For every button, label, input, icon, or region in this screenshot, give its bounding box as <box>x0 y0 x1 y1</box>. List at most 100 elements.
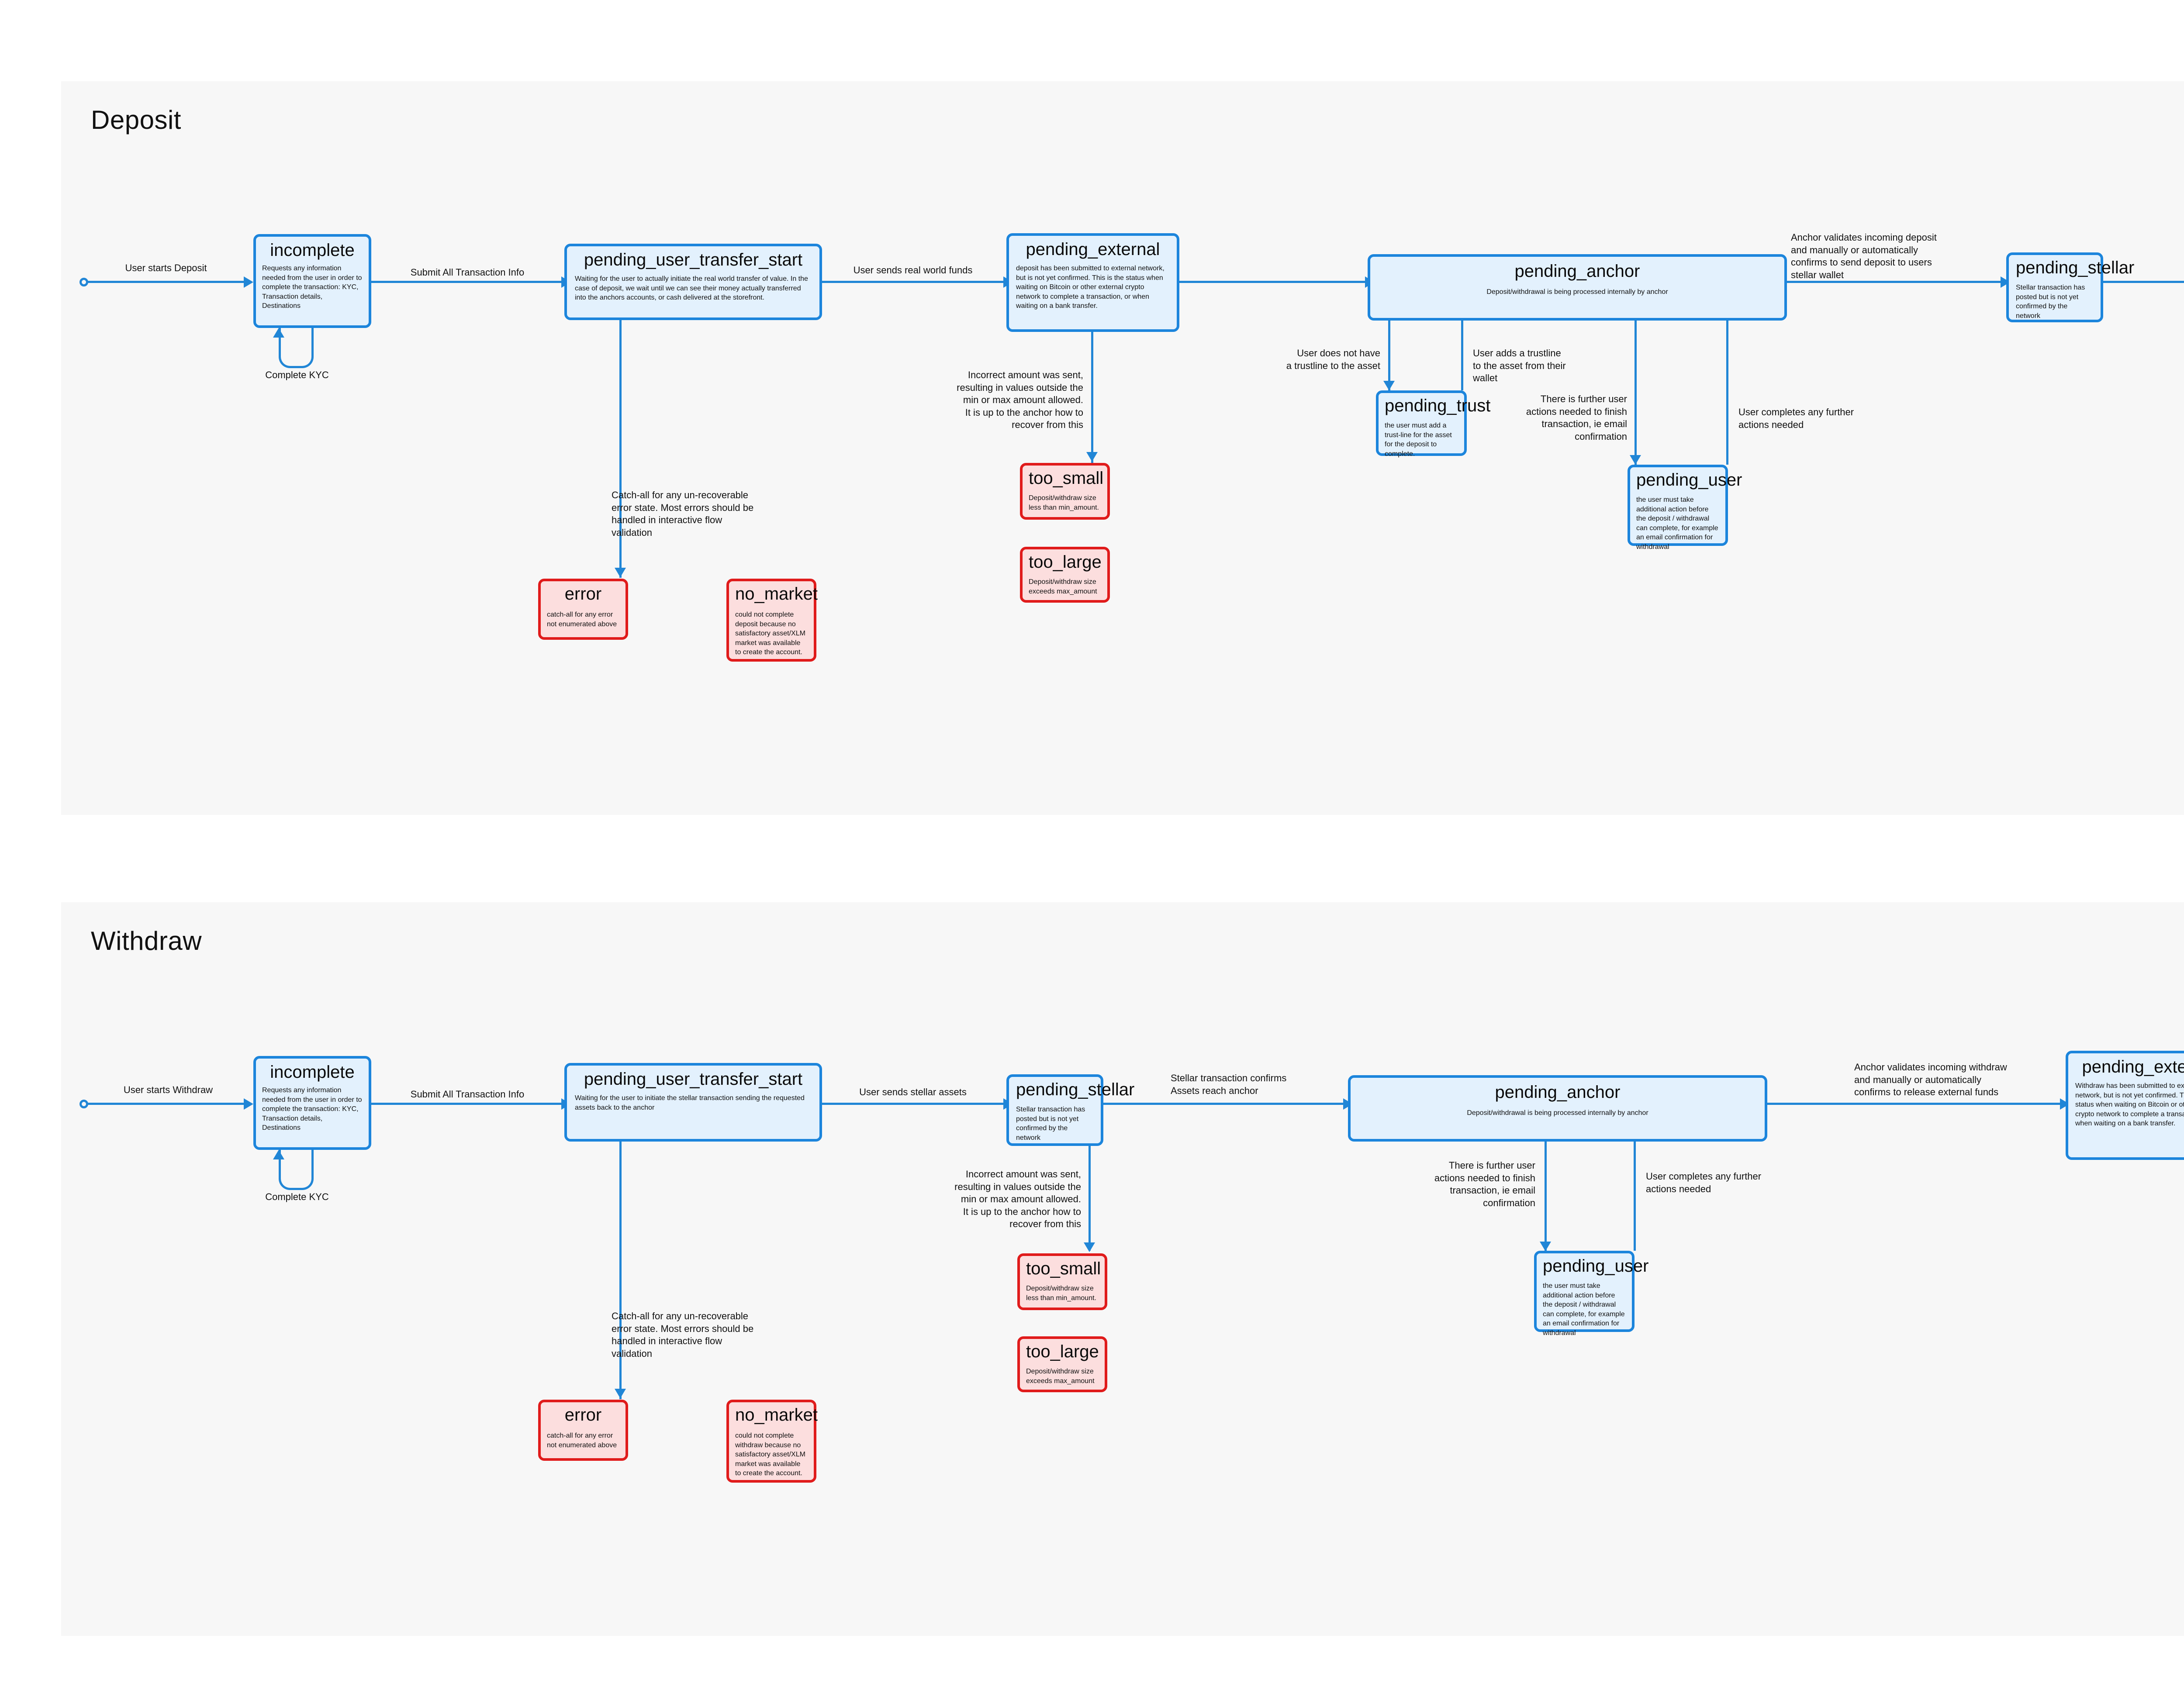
withdraw-node-pending-external[interactable]: pending_external Withdraw has been submi… <box>2066 1051 2184 1160</box>
deposit-start-label: User starts Deposit <box>125 262 207 273</box>
node-description: Waiting for the user to initiate the ste… <box>575 1094 805 1111</box>
node-title: pending_external <box>2082 1057 2184 1076</box>
deposit-node-too-small[interactable]: too_small Deposit/withdraw size less tha… <box>1020 463 1110 520</box>
deposit-panel <box>61 81 2184 815</box>
withdraw-node-pending-stellar[interactable]: pending_stellar Stellar transaction has … <box>1006 1074 1135 1146</box>
withdraw-node-incomplete[interactable]: incomplete Requests any information need… <box>253 1056 371 1150</box>
deposit-start-arrowhead <box>244 276 253 288</box>
node-title: too_small <box>1029 469 1104 488</box>
node-title: pending_user <box>1543 1256 1649 1276</box>
withdraw-stellar-confirms-label: Stellar transaction confirms Assets reac… <box>1171 1073 1287 1096</box>
deposit-edge-anchor-trust <box>1388 321 1390 390</box>
deposit-sends-funds-label: User sends real world funds <box>853 265 973 276</box>
withdraw-submit-label: Submit All Transaction Info <box>410 1089 525 1100</box>
deposit-submit-label: Submit All Transaction Info <box>410 267 525 278</box>
deposit-edge-external-anchor <box>1179 281 1372 283</box>
deposit-incorrect-amount-label: Incorrect amount was sent, resulting in … <box>957 369 1083 431</box>
withdraw-node-too-small[interactable]: too_small Deposit/withdraw size less tha… <box>1017 1253 1107 1310</box>
node-description: could not complete withdraw because no s… <box>735 1432 805 1477</box>
deposit-node-pending-stellar[interactable]: pending_stellar Stellar transaction has … <box>2006 252 2134 322</box>
withdraw-node-pending-anchor[interactable]: pending_anchor Deposit/withdrawal is bei… <box>1348 1075 1767 1142</box>
withdraw-edge-stellar-anchor <box>1103 1103 1348 1105</box>
node-description: Requests any information needed from the… <box>262 265 362 310</box>
withdraw-kyc-label: Complete KYC <box>265 1191 329 1202</box>
deposit-error-branch-arrowhead <box>615 568 626 577</box>
withdraw-node-pending-user-transfer-start[interactable]: pending_user_transfer_start Waiting for … <box>564 1063 822 1142</box>
withdraw-edge-anchor-external <box>1767 1103 2064 1105</box>
withdraw-node-no-market[interactable]: no_market could not complete withdraw be… <box>726 1400 818 1483</box>
node-description: Deposit/withdraw size less than min_amou… <box>1026 1285 1096 1302</box>
node-title: error <box>564 584 602 604</box>
withdraw-edge-stellar-toosmall <box>1089 1146 1091 1251</box>
node-description: could not complete deposit because no sa… <box>735 611 805 656</box>
withdraw-node-pending-user[interactable]: pending_user the user must take addition… <box>1534 1251 1649 1337</box>
deposit-adds-trustline-label: User adds a trustline to the asset from … <box>1473 348 1566 384</box>
withdraw-sends-assets-label: User sends stellar assets <box>859 1087 967 1097</box>
deposit-anchor-validates-label: Anchor validates incoming deposit and ma… <box>1791 232 1937 280</box>
deposit-node-incomplete[interactable]: incomplete Requests any information need… <box>253 234 371 328</box>
withdraw-catch-all-label: Catch-all for any un-recoverable error s… <box>612 1311 754 1359</box>
node-title: pending_user <box>1636 470 1742 490</box>
withdraw-edge-putc-stellar <box>822 1103 1006 1105</box>
node-title: pending_stellar <box>1016 1080 1135 1099</box>
withdraw-start-arrowhead <box>244 1098 253 1110</box>
node-description: Requests any information needed from the… <box>262 1087 362 1132</box>
withdraw-start-label: User starts Withdraw <box>123 1084 213 1095</box>
node-description: deposit has been submitted to external n… <box>1016 265 1165 310</box>
node-title: too_large <box>1026 1342 1099 1361</box>
node-title: pending_user_transfer_start <box>584 250 803 269</box>
withdraw-edge-incomplete-putc <box>371 1103 563 1105</box>
deposit-no-trustline-label: User does not have a trustline to the as… <box>1286 348 1380 371</box>
deposit-node-no-market[interactable]: no_market could not complete deposit bec… <box>726 579 818 662</box>
deposit-node-error[interactable]: error catch-all for any error not enumer… <box>538 579 628 640</box>
withdraw-kyc-arrowhead <box>273 1150 284 1159</box>
withdraw-incorrect-amount-label: Incorrect amount was sent, resulting in … <box>954 1169 1081 1230</box>
withdraw-edge-user-anchor <box>1634 1142 1636 1251</box>
node-description: the user must add a trust-line for the a… <box>1385 422 1452 458</box>
deposit-edge-user-anchor <box>1726 321 1728 465</box>
withdraw-completes-actions-label: User completes any further actions neede… <box>1646 1171 1762 1194</box>
withdraw-node-too-large[interactable]: too_large Deposit/withdraw size exceeds … <box>1017 1336 1107 1392</box>
withdraw-panel <box>61 902 2184 1636</box>
node-description: Stellar transaction has posted but is no… <box>1016 1106 1085 1142</box>
deposit-node-too-large[interactable]: too_large Deposit/withdraw size exceeds … <box>1020 547 1110 603</box>
deposit-edge-putc-external <box>822 281 1006 283</box>
node-title: pending_external <box>1026 240 1160 259</box>
node-description: Deposit/withdrawal is being processed in… <box>1467 1109 1648 1117</box>
deposit-further-actions-label: There is further user actions needed to … <box>1526 393 1627 442</box>
node-description: the user must take additional action bef… <box>1543 1282 1625 1337</box>
deposit-error-branch-line <box>619 320 622 578</box>
node-description: catch-all for any error not enumerated a… <box>547 1432 617 1449</box>
node-title: error <box>564 1405 602 1425</box>
deposit-edge-external-toosmall-arrowhead <box>1086 452 1098 462</box>
deposit-edge-anchor-trust-arrowhead <box>1383 381 1395 390</box>
deposit-node-pending-anchor[interactable]: pending_anchor Deposit/withdrawal is bei… <box>1368 254 1787 321</box>
deposit-node-pending-external[interactable]: pending_external deposit has been submit… <box>1006 233 1179 332</box>
deposit-start-edge <box>87 281 245 283</box>
node-title: too_small <box>1026 1259 1101 1278</box>
deposit-edge-anchor-user <box>1635 321 1637 465</box>
deposit-edge-anchor-stellar <box>1787 281 2005 283</box>
deposit-edge-anchor-user-arrowhead <box>1630 455 1641 465</box>
deposit-edge-external-toosmall <box>1091 332 1093 463</box>
deposit-node-pending-user[interactable]: pending_user the user must take addition… <box>1628 465 1742 551</box>
deposit-node-pending-user-transfer-start[interactable]: pending_user_transfer_start Waiting for … <box>564 244 822 320</box>
node-description: Deposit/withdraw size exceeds max_amount <box>1029 578 1097 595</box>
node-title: no_market <box>735 584 818 604</box>
node-description: Deposit/withdraw size less than min_amou… <box>1029 494 1099 511</box>
deposit-kyc-arrowhead <box>273 328 284 338</box>
node-description: catch-all for any error not enumerated a… <box>547 611 617 628</box>
node-title: pending_anchor <box>1495 1083 1621 1102</box>
withdraw-error-branch-arrowhead <box>615 1389 626 1398</box>
deposit-kyc-label: Complete KYC <box>265 369 329 380</box>
withdraw-edge-stellar-toosmall-arrowhead <box>1084 1242 1095 1252</box>
deposit-panel-title: Deposit <box>91 105 181 135</box>
node-description: Deposit/withdraw size exceeds max_amount <box>1026 1368 1095 1385</box>
deposit-node-pending-trust[interactable]: pending_trust the user must add a trust-… <box>1376 390 1491 458</box>
deposit-start-dot <box>79 278 88 286</box>
deposit-kyc-loop <box>279 328 314 368</box>
node-title: pending_trust <box>1385 396 1491 415</box>
withdraw-node-error[interactable]: error catch-all for any error not enumer… <box>538 1400 628 1461</box>
deposit-edge-incomplete-putc <box>371 281 563 283</box>
